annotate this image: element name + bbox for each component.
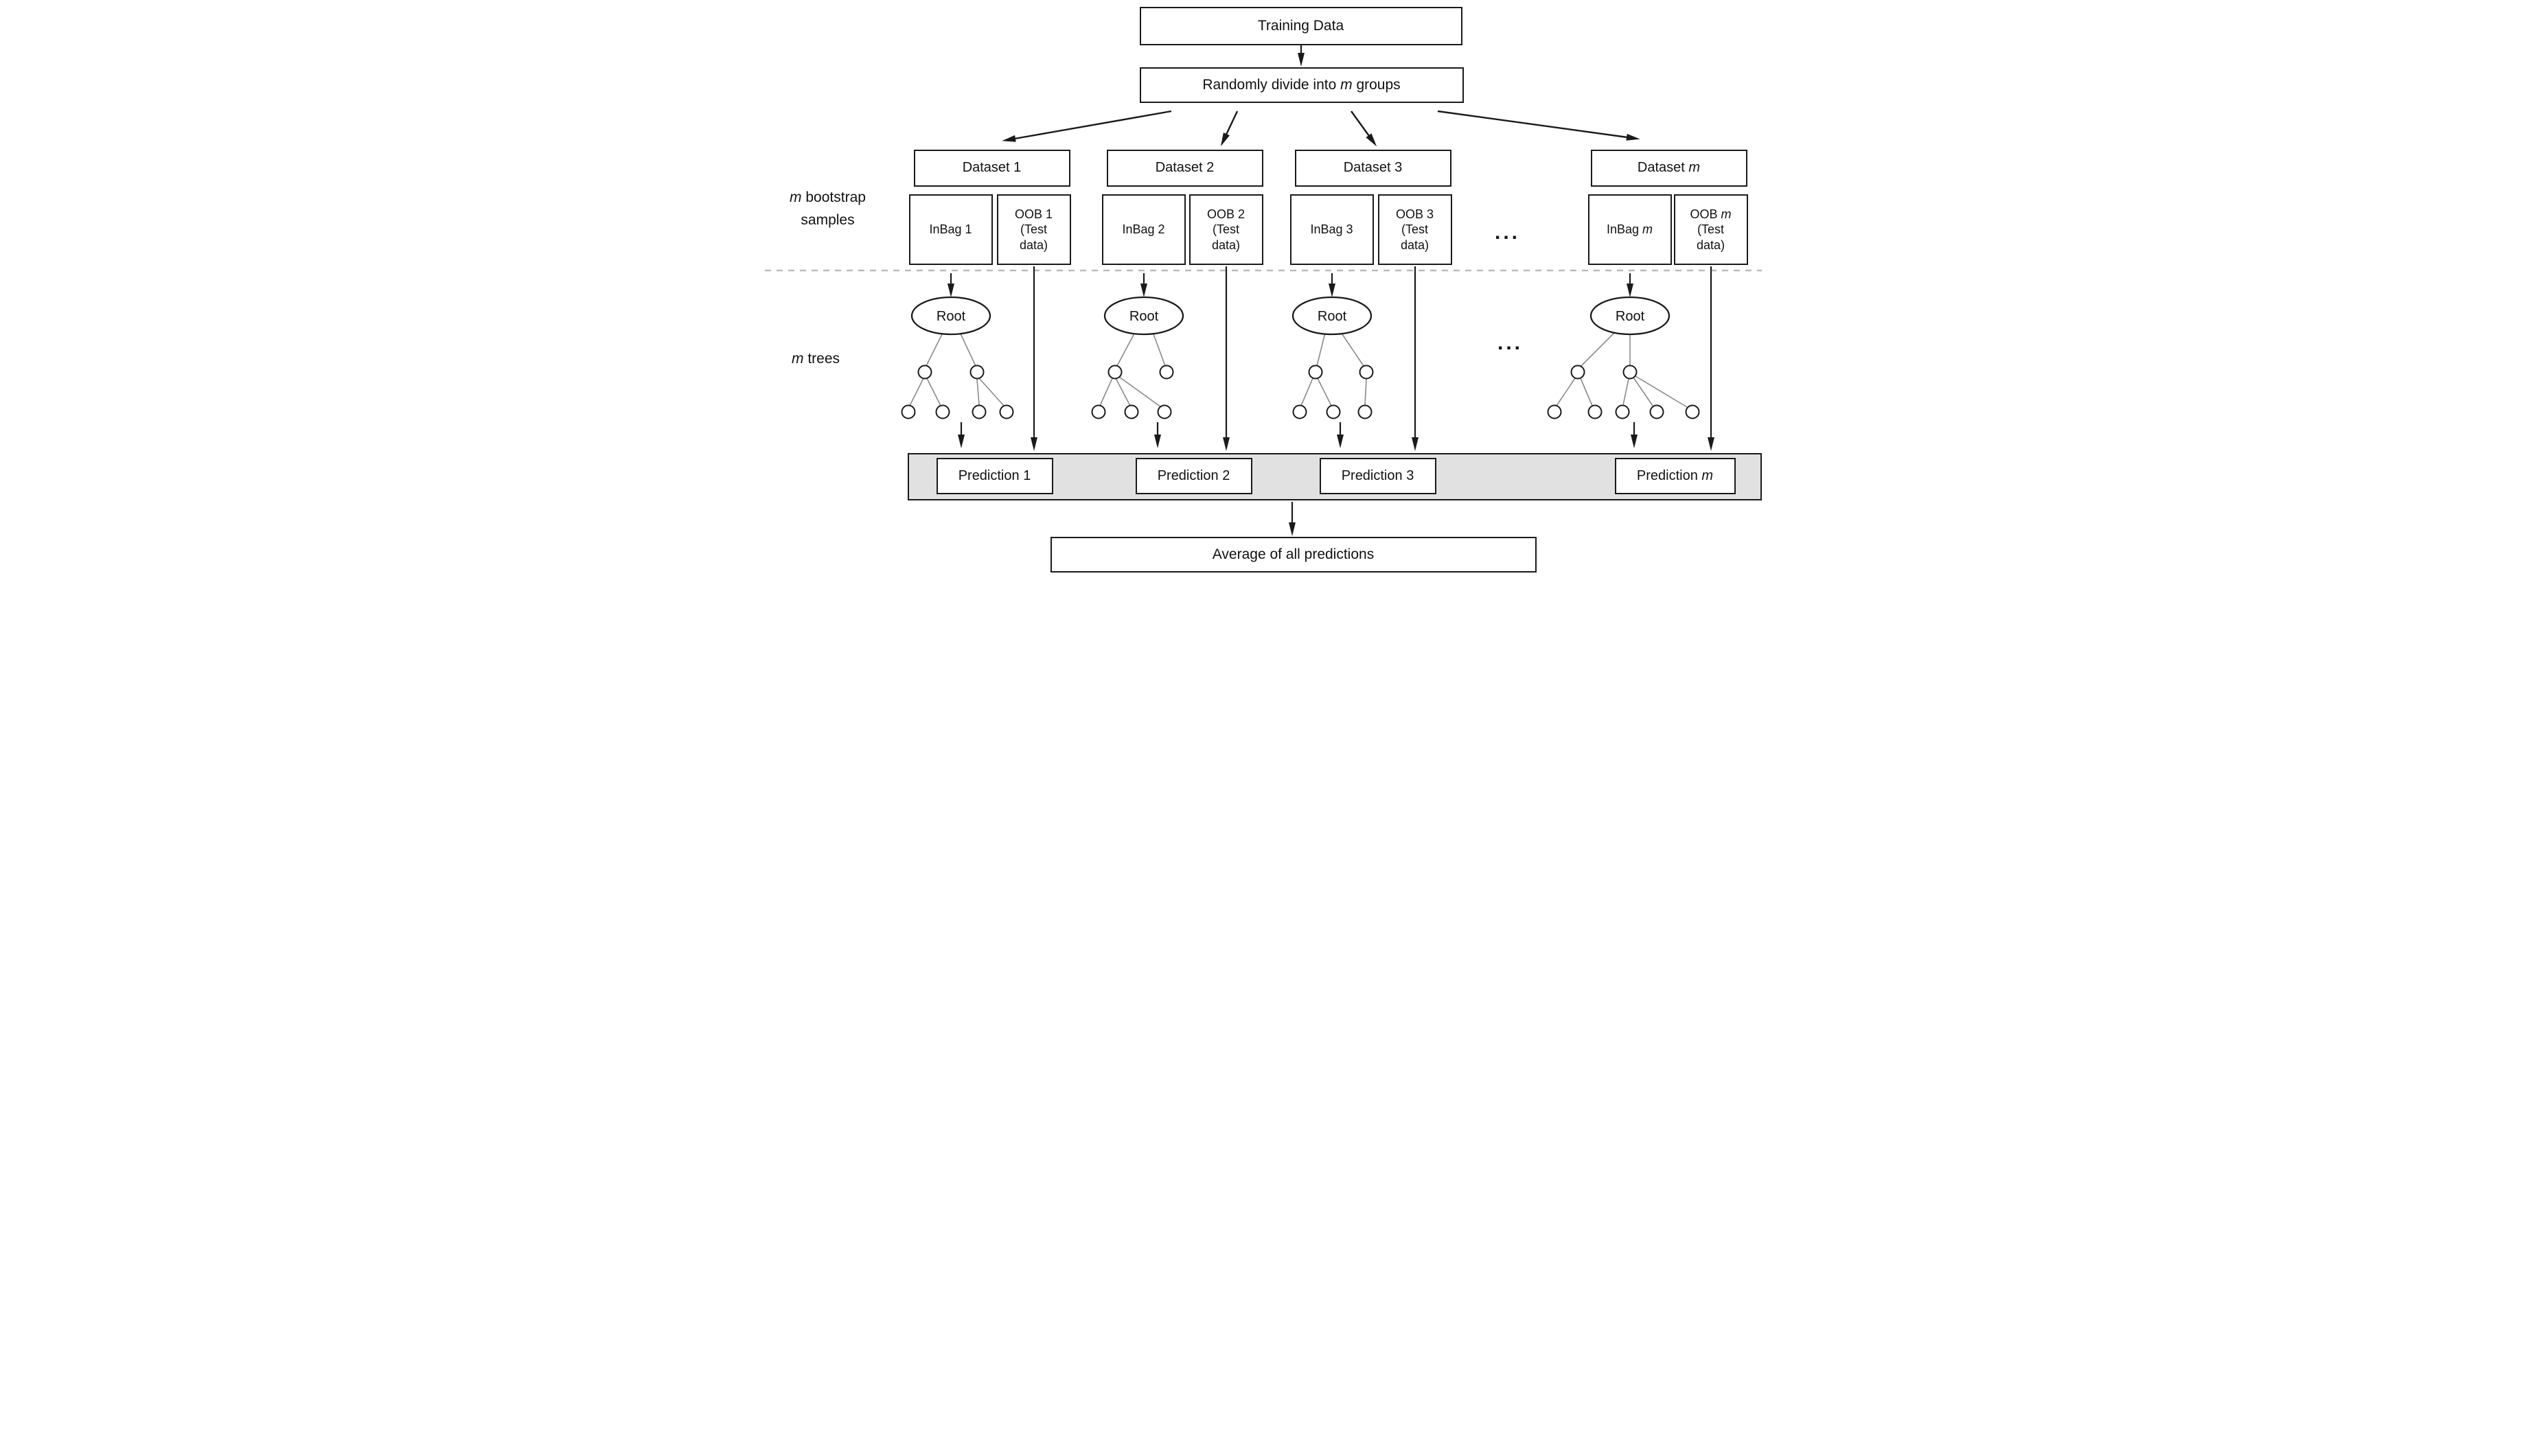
decision-tree-2: Root [1091, 296, 1184, 419]
inbag-2-box: InBag 2 [1101, 194, 1186, 265]
inbag-1-box: InBag 1 [908, 194, 993, 265]
diagram-connector-layer: Root Root [764, 45, 1762, 536]
fan-out-arrows [1001, 110, 1640, 147]
prediction-2-box: Prediction 2 [1135, 458, 1252, 494]
tree-to-prediction-arrows [957, 422, 1638, 448]
dataset-3-label: Dataset 3 [1343, 160, 1403, 176]
randomly-divide-label: Randomly divide into m groups [1202, 76, 1401, 93]
oob-to-prediction-arrows [1030, 266, 1714, 451]
inbag-3-label: InBag 3 [1310, 222, 1353, 236]
tree-3-nodes [1292, 365, 1373, 419]
prediction-m-label: Prediction m [1636, 467, 1714, 483]
root-node-ellipse [910, 296, 991, 336]
root-node-ellipse [1291, 296, 1372, 336]
decision-tree-3: Root [1291, 296, 1373, 419]
dataset-2-label: Dataset 2 [1155, 160, 1215, 176]
prediction-m-box: Prediction m [1614, 458, 1736, 494]
ellipsis-datasets: ... [1494, 221, 1520, 244]
dataset-m-label: Dataset m [1637, 160, 1701, 176]
inbag-3-box: InBag 3 [1289, 194, 1374, 265]
prediction-1-box: Prediction 1 [936, 458, 1053, 494]
root-node-label: Root [1317, 309, 1346, 324]
decision-tree-1: Root [901, 296, 1013, 419]
root-node-label: Root [1615, 309, 1644, 324]
root-node-label: Root [936, 309, 965, 324]
dataset-1-box: Dataset 1 [913, 150, 1070, 187]
training-data-label: Training Data [1257, 17, 1344, 34]
training-data-box: Training Data [1139, 7, 1462, 45]
root-node-ellipse [1589, 296, 1670, 336]
decision-tree-m: Root [1547, 296, 1699, 419]
tree-1-nodes [901, 365, 1013, 419]
dataset-m-box: Dataset m [1590, 150, 1747, 187]
inbag-2-label: InBag 2 [1122, 222, 1165, 236]
inbag-m-label: InBag m [1606, 222, 1653, 236]
arrow-divide-to-dataset-m [1437, 110, 1640, 141]
bagging-flow-diagram: Root Root [757, 0, 1769, 582]
root-node-label: Root [1129, 309, 1158, 324]
prediction-1-label: Prediction 1 [958, 467, 1031, 483]
dataset-2-box: Dataset 2 [1106, 150, 1263, 187]
m-bootstrap-samples-label: m bootstrap samples [790, 189, 866, 228]
tree-m-nodes [1547, 365, 1699, 419]
prediction-2-label: Prediction 2 [1157, 467, 1230, 483]
inbag-to-root-arrows [947, 273, 1633, 297]
prediction-3-label: Prediction 3 [1341, 467, 1414, 483]
prediction-3-box: Prediction 3 [1319, 458, 1436, 494]
average-predictions-box: Average of all predictions [1050, 537, 1537, 573]
dataset-1-label: Dataset 1 [962, 160, 1022, 176]
root-node-ellipse [1103, 296, 1184, 336]
inbag-m-box: InBag m [1587, 194, 1672, 265]
m-trees-label: m trees [791, 351, 840, 367]
ellipsis-trees: ... [1497, 332, 1523, 354]
inbag-1-label: InBag 1 [929, 222, 972, 236]
arrow-divide-to-dataset-2 [1220, 111, 1238, 147]
arrow-divide-to-dataset-3 [1350, 111, 1377, 147]
average-predictions-label: Average of all predictions [1212, 546, 1375, 562]
randomly-divide-box: Randomly divide into m groups [1139, 67, 1464, 103]
dataset-3-box: Dataset 3 [1294, 150, 1451, 187]
tree-2-nodes [1091, 365, 1173, 419]
arrow-divide-to-dataset-1 [1001, 110, 1171, 142]
